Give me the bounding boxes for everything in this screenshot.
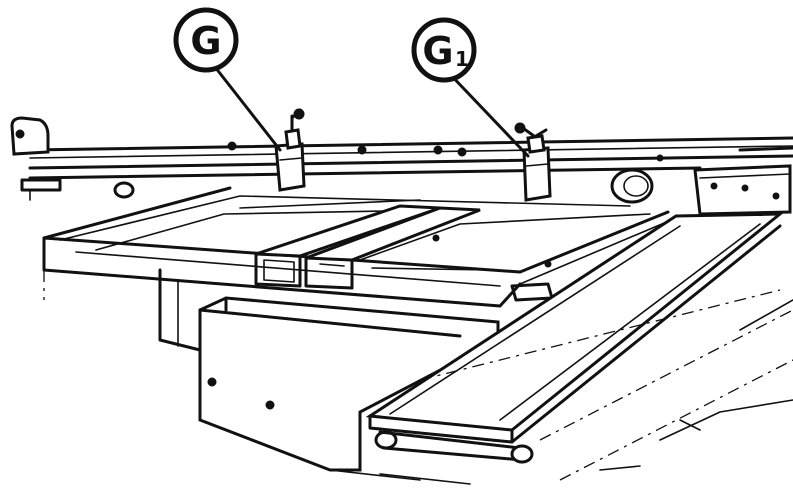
fence-rail (10, 116, 793, 201)
callout-g1-subscript: 1 (455, 47, 469, 71)
machine-base (329, 289, 793, 485)
callout-g-letter: G (190, 19, 221, 63)
rail-end-block (693, 146, 793, 216)
outrigger-frame (42, 186, 677, 308)
sliding-carriage (365, 212, 785, 464)
stop-g1 (514, 122, 552, 202)
callout-g1: G 1 (411, 17, 530, 158)
support-panel (43, 268, 500, 472)
rail-knob (610, 168, 654, 204)
callout-g-leader (206, 56, 282, 152)
callout-g1-circle (411, 17, 477, 83)
callout-g-circle (173, 7, 239, 73)
callout-g: G (173, 7, 282, 152)
stop-g (274, 108, 306, 192)
callout-g1-leader (444, 68, 530, 158)
callout-g1-letter: G (422, 29, 453, 73)
